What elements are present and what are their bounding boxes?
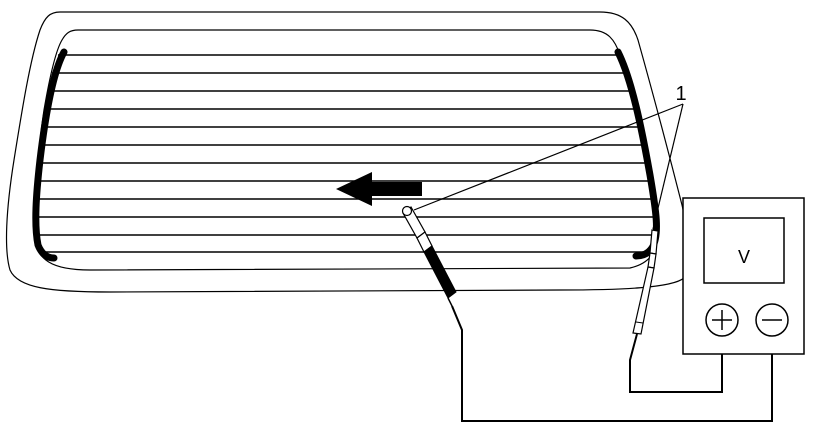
- probe-on-bus-bar: [632, 229, 659, 335]
- left-bus-bar: [32, 48, 68, 262]
- negative-lead-wire: [451, 305, 773, 422]
- test-lead-wires: [451, 305, 773, 422]
- right-bus-bar: [614, 48, 660, 260]
- minus-terminal-icon: [755, 303, 789, 337]
- callout-number: 1: [675, 83, 686, 105]
- plus-terminal-icon: [705, 303, 739, 337]
- voltmeter: V: [682, 197, 805, 355]
- arrow-left-icon: [336, 172, 422, 206]
- probe-on-heater-wire: [401, 205, 457, 307]
- heater-area-outline: [33, 29, 658, 271]
- voltmeter-display: [703, 217, 785, 284]
- positive-lead-wire: [629, 333, 723, 393]
- heater-wires: [36, 54, 656, 253]
- callout-leader-lines: [413, 103, 684, 230]
- voltmeter-display-label: V: [738, 247, 750, 267]
